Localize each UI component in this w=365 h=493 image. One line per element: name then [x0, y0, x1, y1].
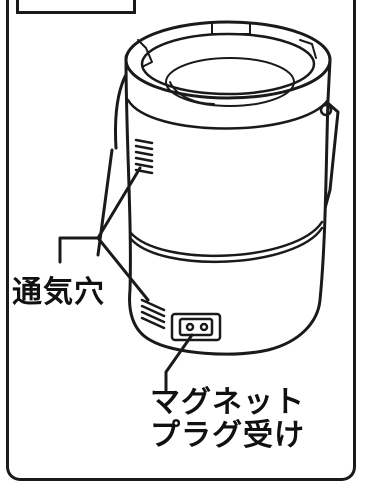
inner-detail — [169, 81, 215, 105]
waist-band-top — [128, 220, 324, 258]
figure-frame — [6, 0, 356, 481]
inner-pot — [165, 57, 295, 107]
rim-notch-top — [211, 23, 251, 35]
rim-notch-left — [137, 39, 153, 67]
rim-notch-right — [299, 39, 317, 59]
magnet-plug-receptacle — [170, 312, 222, 342]
vent-grille-lower — [140, 298, 166, 330]
handle-left-arm — [96, 148, 114, 257]
figure-tab — [16, 0, 136, 14]
vent-label: 通気穴 — [12, 275, 105, 310]
magnet-leader — [164, 333, 194, 392]
waist-band-bottom — [128, 226, 324, 264]
vent-leader — [58, 166, 142, 264]
magnet-plug-label-line1: マグネット — [150, 385, 305, 420]
magnet-plug-label: マグネット プラグ受け — [150, 386, 305, 452]
magnet-plug-label-line2: プラグ受け — [150, 418, 305, 453]
vent-leader-branch — [96, 236, 150, 302]
upper-band — [126, 98, 330, 130]
handle-pivot — [319, 103, 333, 117]
